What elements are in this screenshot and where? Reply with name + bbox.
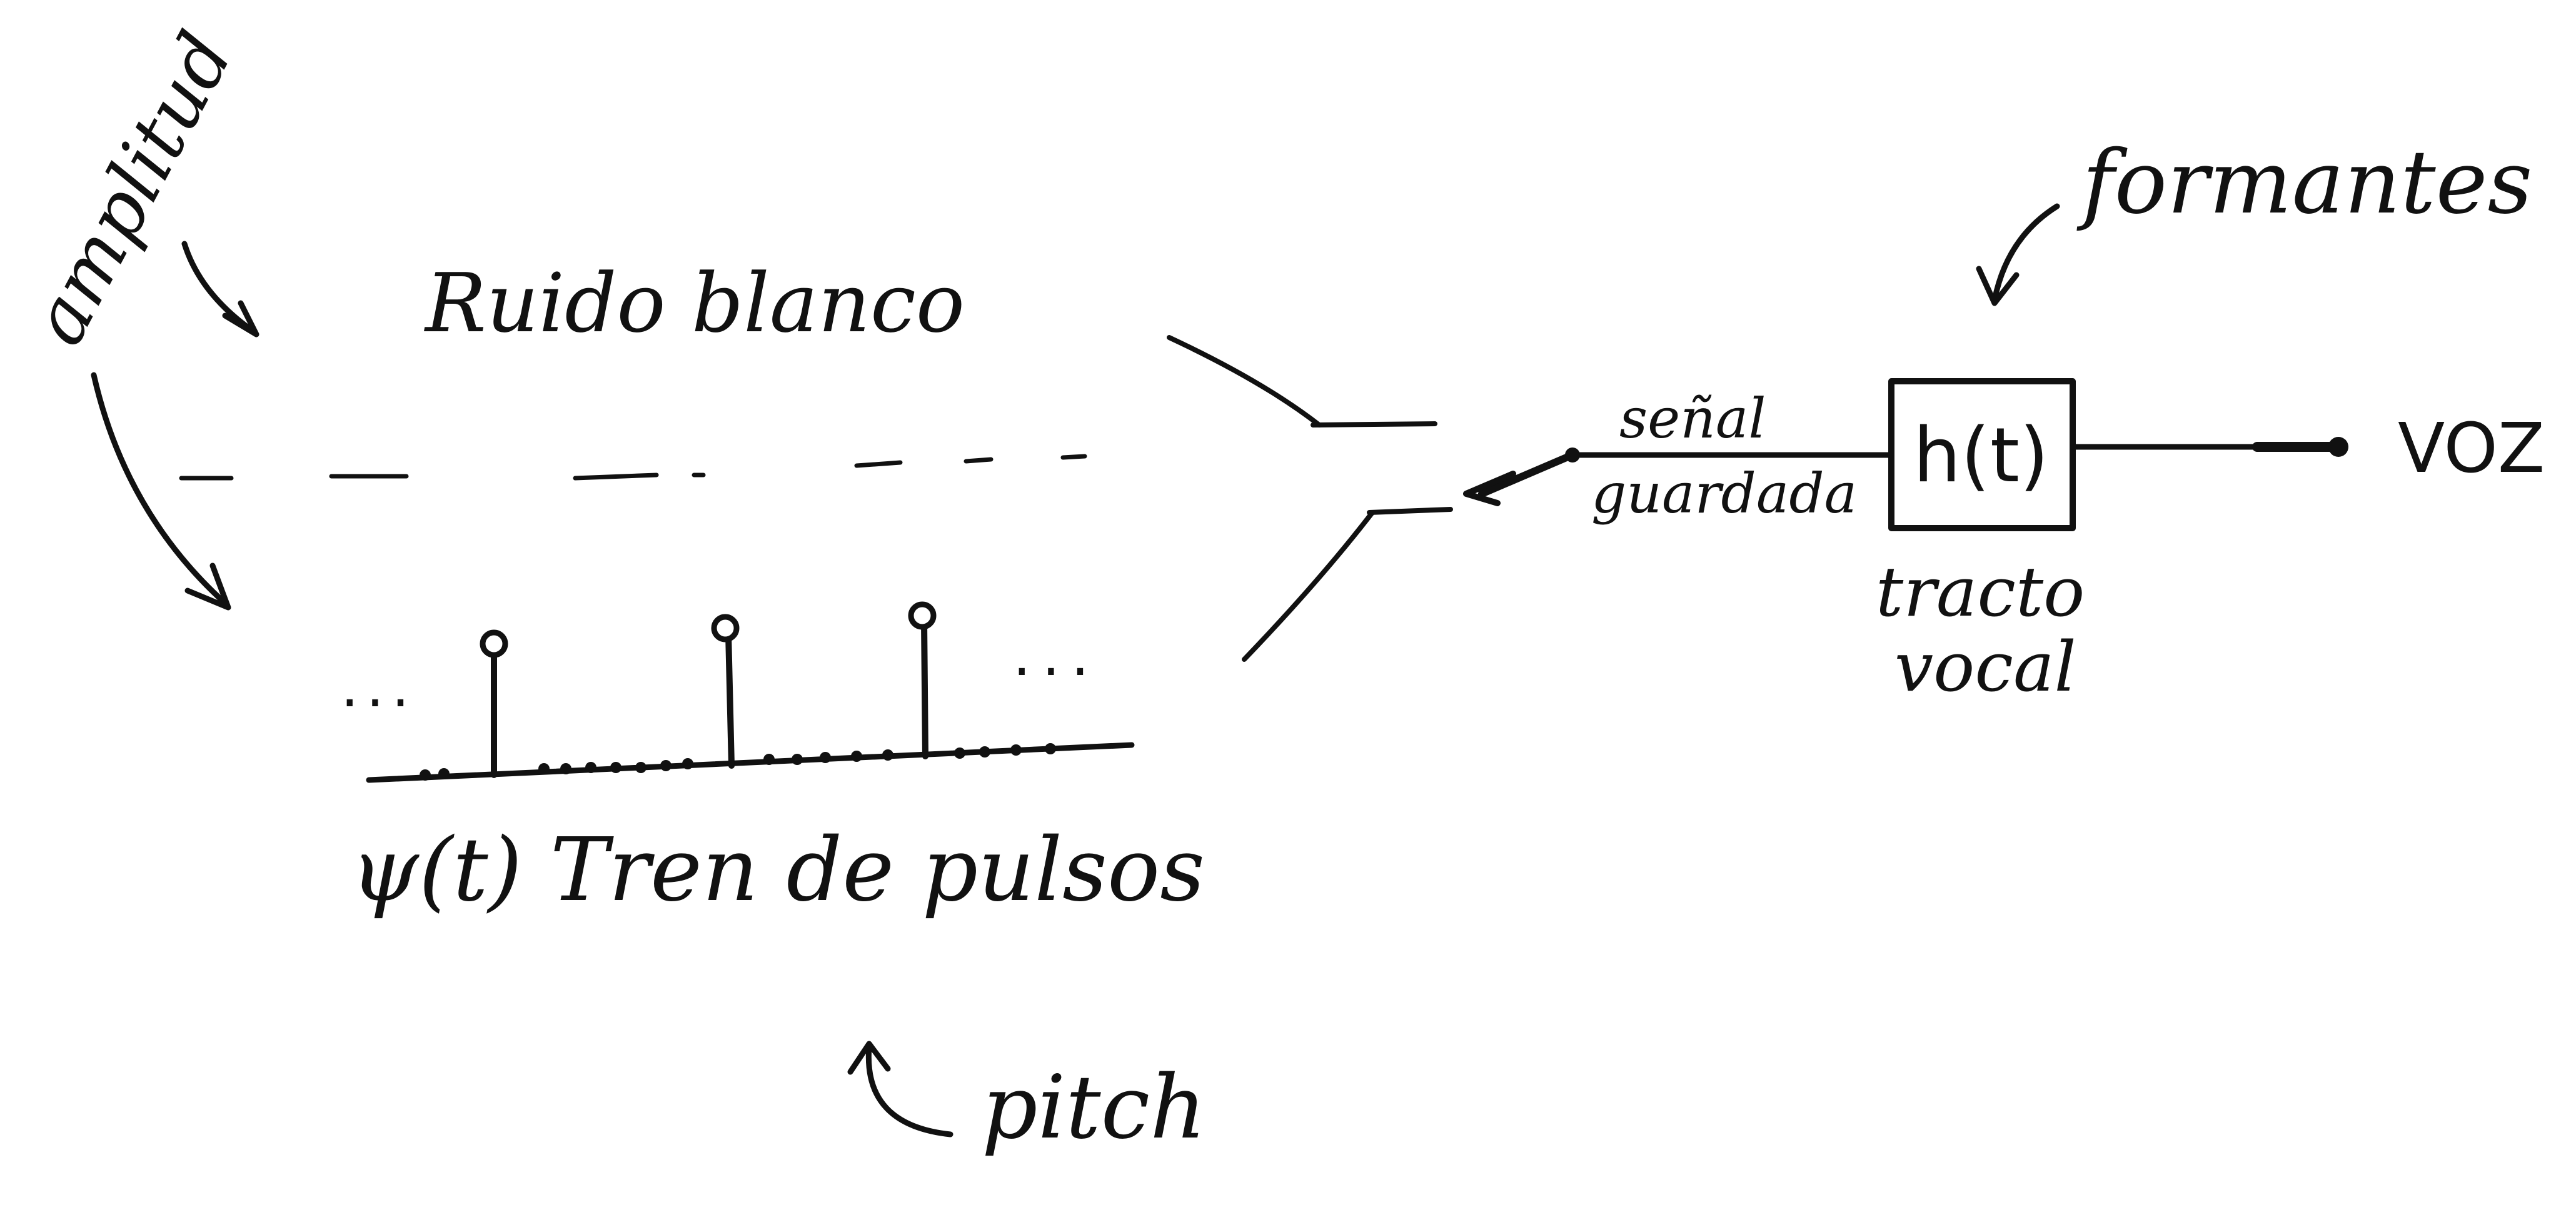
amplitude-to-noise-arrow — [181, 241, 259, 338]
pulse-1-head — [480, 629, 508, 658]
pulse-3-head — [908, 601, 937, 630]
pulse-2-head — [711, 614, 740, 642]
amplitude-label: amplitud — [14, 19, 250, 358]
vocal-tract-label-2: vocal — [1894, 627, 2076, 707]
dashed-separator — [179, 454, 1087, 481]
dots-right: ... — [1013, 623, 1100, 689]
filter-label: h(t) — [1913, 412, 2049, 499]
output-label: VOZ — [2398, 408, 2545, 488]
pulse-input-line — [1242, 510, 1375, 662]
vocal-tract-label-1: tracto — [1876, 552, 2085, 632]
pulse-2 — [725, 631, 735, 769]
pulse-train-label: ψ(t) Tren de pulsos — [350, 819, 1205, 921]
formants-label: formantes — [2076, 132, 2532, 234]
output-node — [2328, 437, 2348, 457]
pitch-label: pitch — [982, 1057, 1206, 1159]
white-noise-label: Ruido blanco — [424, 256, 965, 351]
pitch-arrow — [847, 1041, 953, 1138]
noise-input-line — [1167, 335, 1322, 428]
pulse-3 — [921, 619, 928, 759]
dots-left: ... — [341, 654, 417, 720]
baseline-samples — [420, 743, 1056, 781]
signal-label-1: señal — [1619, 386, 1766, 451]
pulse-train-plot: ... ... — [341, 601, 1135, 783]
filter-box: h(t) — [1888, 378, 2076, 531]
source-switch — [1167, 335, 1580, 662]
switch-arm — [1478, 452, 1573, 498]
formants-arrow — [1976, 203, 2060, 306]
signal-label-2: guardada — [1591, 461, 1857, 526]
amplitude-to-pulses-arrow — [91, 372, 231, 611]
